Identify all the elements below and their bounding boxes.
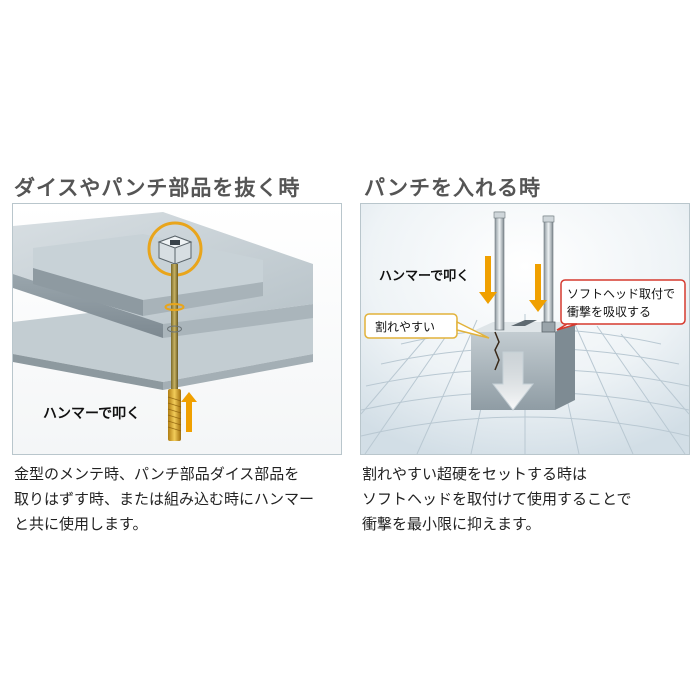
knockout-rod xyxy=(171,264,178,392)
downward-arrow-icon xyxy=(491,351,535,411)
crack-callout: 割れやすい xyxy=(364,313,490,339)
upward-arrow-icon xyxy=(181,392,197,432)
left-hammer-label: ハンマーで叩く xyxy=(43,406,140,422)
crack-mark xyxy=(494,331,500,371)
punch-rod-right xyxy=(543,215,554,331)
soft-head-callout-line: ソフトヘッド取付で xyxy=(567,287,675,301)
left-illustration-panel: ハンマーで叩く xyxy=(12,203,342,455)
brass-handle xyxy=(168,389,181,441)
left-description-line: と共に使用します。 xyxy=(14,515,148,533)
crack-callout-label: 割れやすい xyxy=(375,319,435,334)
left-description-line: 取りはずす時、または組み込む時にハンマー xyxy=(14,490,315,508)
punch-insert-illustration: ハンマーで叩く 割れやすい ソフトヘッド取付で 衝撃を吸収する xyxy=(361,204,689,454)
right-illustration-panel: ハンマーで叩く 割れやすい ソフトヘッド取付で 衝撃を吸収する xyxy=(360,203,690,455)
right-description-line: 割れやすい超硬をセットする時は xyxy=(362,465,588,483)
die-block xyxy=(33,234,263,300)
soft-head-callout-line: 衝撃を吸収する xyxy=(567,304,651,319)
right-description-line: ソフトヘッドを取付けて使用することで xyxy=(362,490,632,508)
left-heading: ダイスやパンチ部品を抜く時 xyxy=(14,176,301,200)
punch-rod-left xyxy=(494,211,505,331)
die-removal-illustration: ハンマーで叩く xyxy=(13,204,341,454)
left-description: 金型のメンテ時、パンチ部品ダイス部品を 取りはずす時、または組み込む時にハンマー… xyxy=(14,462,346,537)
right-description-line: 衝撃を最小限に抑えます。 xyxy=(362,515,541,533)
left-description-line: 金型のメンテ時、パンチ部品ダイス部品を xyxy=(14,465,300,483)
right-description: 割れやすい超硬をセットする時は ソフトヘッドを取付けて使用することで 衝撃を最小… xyxy=(362,462,694,537)
right-heading: パンチを入れる時 xyxy=(364,176,542,200)
soft-head-callout: ソフトヘッド取付で 衝撃を吸収する xyxy=(556,279,686,331)
right-hammer-label: ハンマーで叩く xyxy=(379,269,469,284)
down-arrow-icon xyxy=(529,264,547,312)
down-arrow-icon xyxy=(479,256,497,304)
